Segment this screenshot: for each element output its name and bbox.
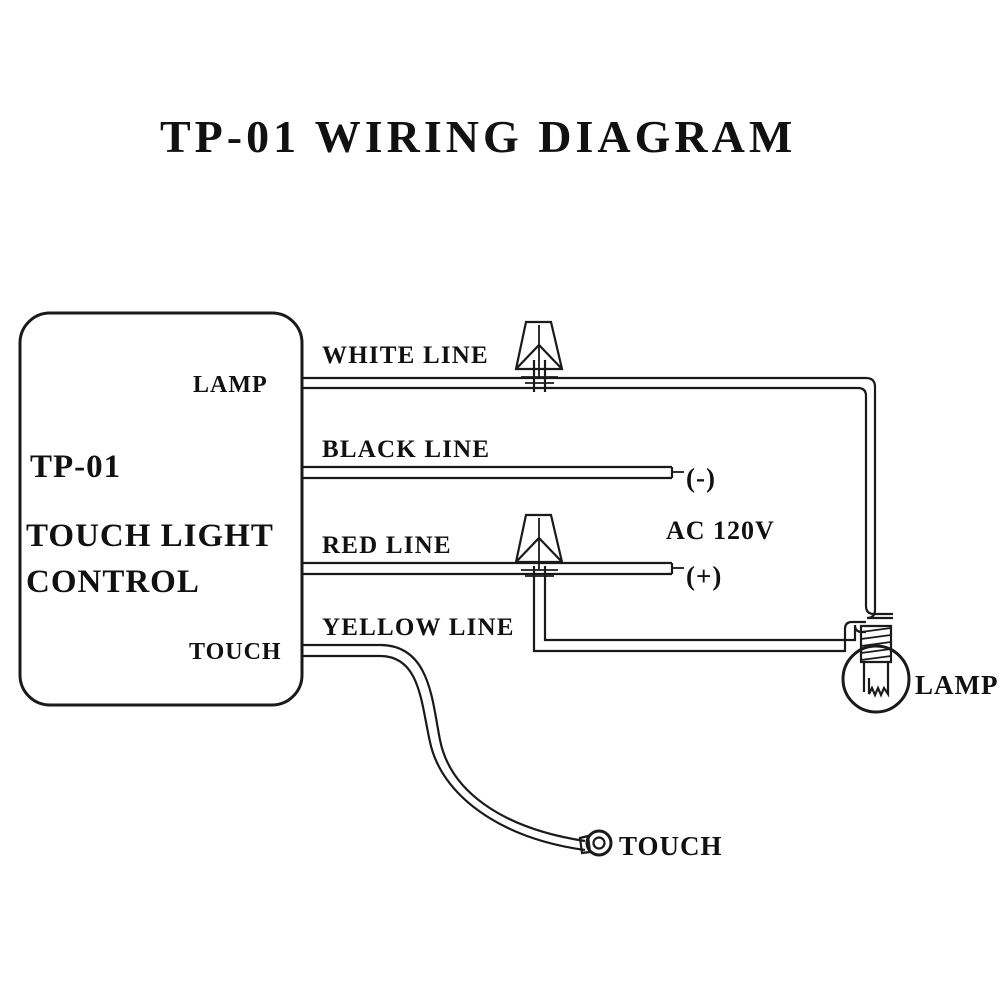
touch-ring-terminal[interactable]: TOUCH bbox=[578, 829, 723, 861]
lamp-bulb-base bbox=[859, 624, 893, 664]
wire-yellow-line-label: YELLOW LINE bbox=[322, 614, 515, 641]
wire-black-line-label: BLACK LINE bbox=[322, 436, 490, 463]
wire-black-line[interactable]: BLACK LINE bbox=[302, 436, 684, 480]
wire-nut-white bbox=[514, 320, 564, 392]
ac-voltage-label: AC 120V bbox=[666, 516, 775, 545]
touch-terminal-ring-outer bbox=[585, 829, 613, 857]
wire-nut-red bbox=[514, 513, 564, 577]
control-box-line1: TOUCH LIGHT bbox=[26, 518, 274, 554]
control-box-model-label: TP-01 bbox=[30, 449, 121, 485]
ac-positive-label: (+) bbox=[686, 561, 722, 591]
wire-red-line-label: RED LINE bbox=[322, 532, 452, 559]
control-box[interactable]: LAMP TP-01 TOUCH LIGHT CONTROL TOUCH bbox=[18, 311, 304, 707]
wire-white-line-conductor-a bbox=[302, 376, 893, 620]
wire-red-branch-conductor-a bbox=[532, 566, 866, 653]
lamp-bulb-filament bbox=[862, 678, 890, 698]
diagram-title: TP-01 WIRING DIAGRAM bbox=[160, 111, 796, 162]
wire-red-line[interactable]: RED LINE bbox=[302, 532, 684, 576]
lamp-bulb-globe bbox=[841, 644, 911, 714]
wire-nut-white-lead bbox=[532, 360, 547, 392]
touch-terminal-label: TOUCH bbox=[619, 831, 723, 861]
wire-yellow-line[interactable]: YELLOW LINE bbox=[302, 614, 586, 852]
lamp-bulb-base-threads bbox=[860, 627, 892, 661]
control-box-terminal-label-lamp: LAMP bbox=[193, 372, 268, 398]
wire-yellow-line-conductor-b bbox=[302, 654, 586, 852]
wire-yellow-line-conductor-a bbox=[302, 643, 586, 843]
wire-white-line[interactable]: WHITE LINE bbox=[302, 342, 893, 620]
ac-power-source: (-) AC 120V (+) bbox=[666, 463, 775, 591]
ac-negative-label: (-) bbox=[686, 463, 716, 493]
wire-nut-white-skirt bbox=[515, 343, 563, 370]
lamp-bulb-neck bbox=[862, 662, 890, 678]
lamp-bulb[interactable]: LAMP bbox=[841, 624, 998, 714]
lamp-label: LAMP bbox=[915, 670, 998, 700]
wire-nut-red-skirt bbox=[515, 536, 563, 563]
control-box-line2: CONTROL bbox=[26, 564, 200, 600]
touch-terminal-ring-hole bbox=[592, 836, 606, 850]
control-box-outline bbox=[18, 311, 304, 707]
wire-white-line-conductor-b bbox=[302, 386, 893, 616]
wire-white-line-label: WHITE LINE bbox=[322, 342, 489, 369]
control-box-terminal-label-touch: TOUCH bbox=[189, 639, 282, 665]
